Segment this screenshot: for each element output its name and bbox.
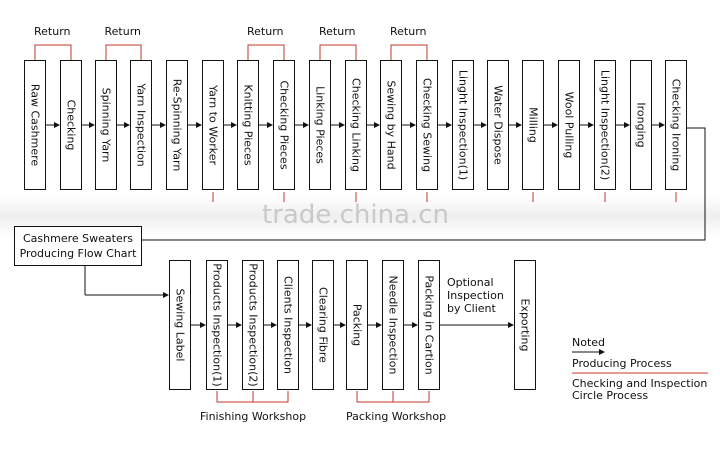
packing-workshop-label: Packing Workshop — [346, 410, 447, 423]
return-loop-4 — [319, 44, 357, 60]
step-raw-cashmere: Raw Cashmere — [24, 60, 46, 190]
step-ironging: Ironging — [630, 60, 652, 190]
step-knitting-pieces-label: Knitting Pieces — [241, 84, 255, 166]
step-clearing-fibre-label: Clearing Fibre — [316, 287, 330, 363]
step-linking-pieces-label: Linking Pieces — [313, 86, 327, 164]
legend-checking-label-line1: Checking and Inspection — [572, 377, 708, 390]
step-packing-label: Packing — [350, 303, 364, 347]
step-re-spinning-yarn: Re-Spinning Yarn — [166, 60, 188, 190]
step-exporting: Exporting — [514, 260, 536, 390]
step-spinning-yarn-label: Spinning Yarn — [99, 87, 113, 163]
finishing-workshop-label: Finishing Workshop — [200, 410, 307, 423]
optional-inspection-line2: Inspection — [447, 289, 504, 302]
step-sewing-by-hand-label: Sewing by Hand — [384, 80, 398, 170]
step-clients-inspection-label: Clients Inspection — [281, 276, 295, 374]
step-checking-ironing-label: Checking Ironing — [669, 78, 683, 172]
step-raw-cashmere-label: Raw Cashmere — [28, 83, 42, 167]
step-checking-linking-label: Checking Linking — [349, 78, 363, 172]
return-label-1: Return — [34, 25, 71, 38]
step-wool-pulling: Wool Pulling — [558, 60, 580, 190]
legend-checking-label-line2: Circle Process — [572, 389, 649, 402]
step-sewing-label-label: Sewing Label — [173, 288, 187, 362]
step-ironging-label: Ironging — [634, 102, 648, 148]
step-products-inspection-2-label: Products Inspection(2) — [246, 263, 260, 387]
chart-title-line2: Producing Flow Chart — [19, 247, 137, 260]
step-needle-inspection-label: Needle Inspection — [386, 275, 400, 375]
watermark-text: trade.china.cn — [262, 200, 450, 230]
chart-title-box: Cashmere Sweaters Producing Flow Chart — [14, 226, 142, 266]
step-spinning-yarn: Spinning Yarn — [95, 60, 117, 190]
step-linght-inspection-2: Linght Inspection(2) — [594, 60, 616, 190]
return-label-5: Return — [390, 25, 427, 38]
return-loop-3 — [247, 44, 285, 60]
step-checking-sewing: Checking Sewing — [416, 60, 438, 190]
step-products-inspection-1-label: Products Inspection(1) — [210, 263, 224, 387]
step-checking-pieces: Checking Pieces — [273, 60, 295, 190]
return-loop-1 — [34, 44, 72, 60]
step-linght-inspection-1-label: Linght Inspection(1) — [456, 69, 470, 181]
return-label-4: Return — [319, 25, 356, 38]
step-sewing-label: Sewing Label — [169, 260, 191, 390]
step-water-dispose-label: Water Dispose — [491, 85, 505, 165]
chart-title-line1: Cashmere Sweaters — [23, 232, 133, 245]
return-label-2: Return — [104, 25, 142, 38]
return-label-3: Return — [247, 25, 284, 38]
step-clients-inspection: Clients Inspection — [277, 260, 299, 390]
step-yarn-to-worker: Yarn to Worker — [202, 60, 224, 190]
step-exporting-label: Exporting — [518, 298, 532, 352]
return-loop-5 — [390, 44, 428, 60]
legend-producing-label: Producing Process — [572, 357, 672, 370]
step-yarn-to-worker-label: Yarn to Worker — [206, 84, 220, 166]
step-packing: Packing — [346, 260, 368, 390]
step-checking-pieces-label: Checking Pieces — [277, 80, 291, 170]
step-yarn-inspection-label: Yarn Inspection — [134, 83, 148, 167]
legend-title: Noted — [572, 336, 606, 349]
step-products-inspection-2: Products Inspection(2) — [242, 260, 264, 390]
step-linking-pieces: Linking Pieces — [309, 60, 331, 190]
step-checking-sewing-label: Checking Sewing — [420, 77, 434, 173]
step-knitting-pieces: Knitting Pieces — [237, 60, 259, 190]
optional-inspection-line1: Optional — [447, 276, 494, 289]
step-needle-inspection: Needle Inspection — [382, 260, 404, 390]
step-re-spinning-yarn-label: Re-Spinning Yarn — [170, 78, 184, 172]
return-loop-2 — [105, 44, 142, 60]
step-checking-label: Checking — [64, 99, 78, 151]
step-products-inspection-1: Products Inspection(1) — [206, 260, 228, 390]
step-linght-inspection-2-label: Linght Inspection(2) — [598, 69, 612, 181]
step-wool-pulling-label: Wool Pulling — [562, 91, 576, 159]
step-milling: Milling — [522, 60, 544, 190]
step-water-dispose: Water Dispose — [487, 60, 509, 190]
step-clearing-fibre: Clearing Fibre — [312, 260, 334, 390]
step-linght-inspection-1: Linght Inspection(1) — [452, 60, 474, 190]
step-sewing-by-hand: Sewing by Hand — [380, 60, 402, 190]
step-checking-linking: Checking Linking — [345, 60, 367, 190]
step-milling-label: Milling — [526, 107, 540, 143]
step-packing-in-cartion-label: Packing in Cartion — [422, 275, 436, 375]
step-checking: Checking — [60, 60, 82, 190]
optional-inspection-line3: by Client — [447, 302, 496, 315]
step-checking-ironing: Checking Ironing — [665, 60, 687, 190]
step-yarn-inspection: Yarn Inspection — [130, 60, 152, 190]
step-packing-in-cartion: Packing in Cartion — [418, 260, 440, 390]
